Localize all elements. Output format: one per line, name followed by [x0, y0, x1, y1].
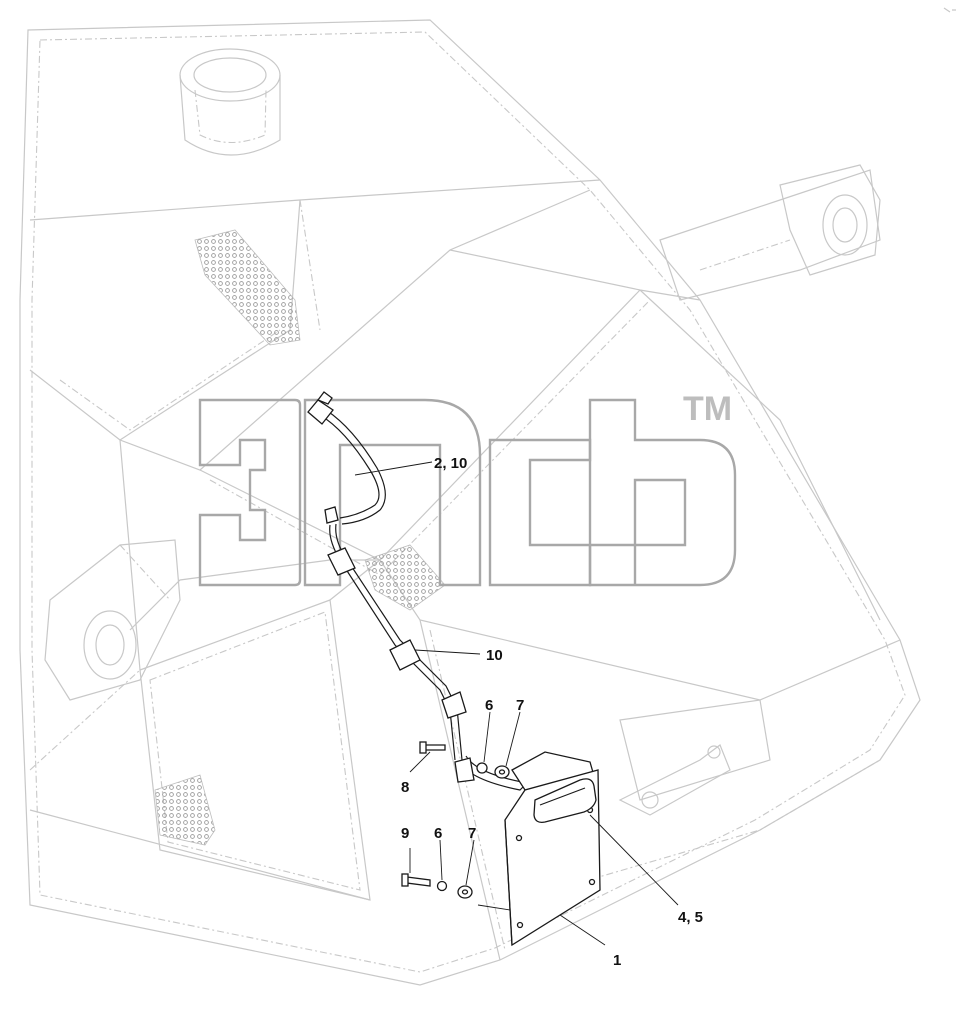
- callout-6-upper: 6: [485, 697, 493, 714]
- callout-labels: 2, 10 10 6 7 8 9 6 7 4, 5 1: [401, 455, 703, 969]
- callout-7-lower: 7: [468, 825, 476, 842]
- right-mount-bracket: [659, 164, 881, 301]
- trademark-mark: TM: [683, 390, 732, 428]
- washer-6-upper: [476, 762, 488, 774]
- corner-mark: [943, 7, 956, 13]
- clamp-lower: [441, 691, 467, 719]
- callout-8: 8: [401, 779, 409, 796]
- vent-mesh-upper: [194, 229, 301, 346]
- vent-mesh-lower: [154, 774, 216, 846]
- callout-7-upper: 7: [516, 697, 524, 714]
- callout-2-10: 2, 10: [434, 455, 467, 472]
- washer-6-lower: [436, 880, 448, 892]
- mudflap-assembly: [504, 751, 601, 947]
- callout-10: 10: [486, 647, 503, 664]
- clamp-upper: [327, 547, 356, 576]
- callout-6-lower: 6: [434, 825, 442, 842]
- pipe-clamps: [327, 547, 475, 783]
- left-mount-bracket: [44, 539, 181, 701]
- callout-9: 9: [401, 825, 409, 842]
- vent-mesh-center: [364, 544, 446, 611]
- clamp-middle: [389, 639, 421, 671]
- callout-4-5: 4, 5: [678, 909, 703, 926]
- fasteners: [401, 741, 510, 899]
- bolt-8: [424, 744, 446, 751]
- right-handle: [618, 744, 731, 816]
- bolt-9: [406, 876, 431, 887]
- filler-neck: [179, 48, 281, 156]
- watermark-logo: TM: [198, 390, 737, 587]
- leader-lines: [354, 461, 679, 946]
- clamp-bottom: [454, 757, 475, 783]
- callout-1: 1: [613, 952, 621, 969]
